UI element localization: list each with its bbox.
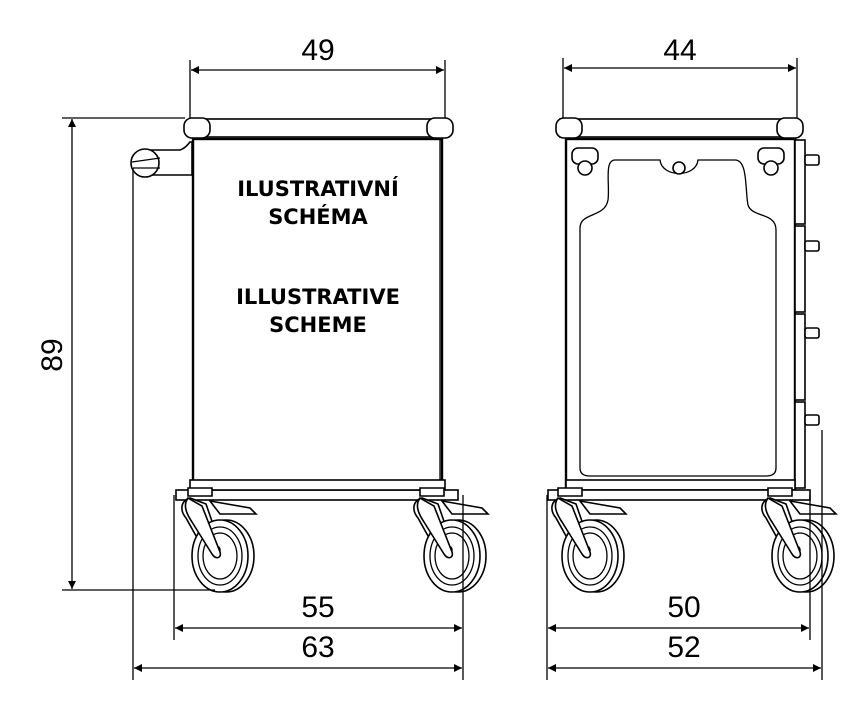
cabinet-side	[564, 137, 797, 492]
dim-base-depth: 50	[667, 591, 700, 624]
rail-cap-right	[426, 117, 454, 139]
label-en-line2: SCHEME	[269, 313, 367, 337]
lock-icon	[672, 161, 686, 175]
bracket-right	[757, 147, 785, 176]
side-panel-recess	[579, 159, 777, 477]
top-rail	[189, 118, 449, 138]
drawer-knob-icon	[804, 240, 820, 252]
caster-wheel-left-side	[551, 487, 627, 593]
top-rail-side	[559, 118, 799, 138]
dim-overall-width: 63	[301, 631, 334, 664]
side-view: 44 50 52	[546, 34, 837, 680]
front-view: ILUSTRATIVNÍ SCHÉMA ILLUSTRATIVE SCHEME …	[36, 34, 489, 680]
drawer-fronts	[794, 139, 820, 489]
caster-wheel-left	[181, 487, 257, 593]
dim-height: 89	[36, 338, 69, 371]
drawer-knob-icon	[804, 327, 820, 339]
dim-top-width: 49	[301, 34, 334, 67]
base-plate	[175, 489, 459, 501]
rail-cap-left	[183, 117, 211, 139]
label-en-line1: ILLUSTRATIVE	[236, 285, 400, 309]
dim-overall-depth: 52	[667, 631, 700, 664]
dim-base-width: 55	[301, 591, 334, 624]
drawer-knob-icon	[804, 154, 820, 166]
drawer-knob-icon	[804, 414, 820, 426]
dim-top-depth: 44	[663, 34, 696, 67]
label-cz-line2: SCHÉMA	[268, 204, 368, 229]
handle-icon	[130, 141, 193, 178]
caster-wheel-right	[413, 487, 489, 593]
label-cz-line1: ILUSTRATIVNÍ	[237, 176, 399, 201]
bracket-left	[571, 147, 599, 176]
caster-wheel-right-side	[761, 487, 837, 593]
